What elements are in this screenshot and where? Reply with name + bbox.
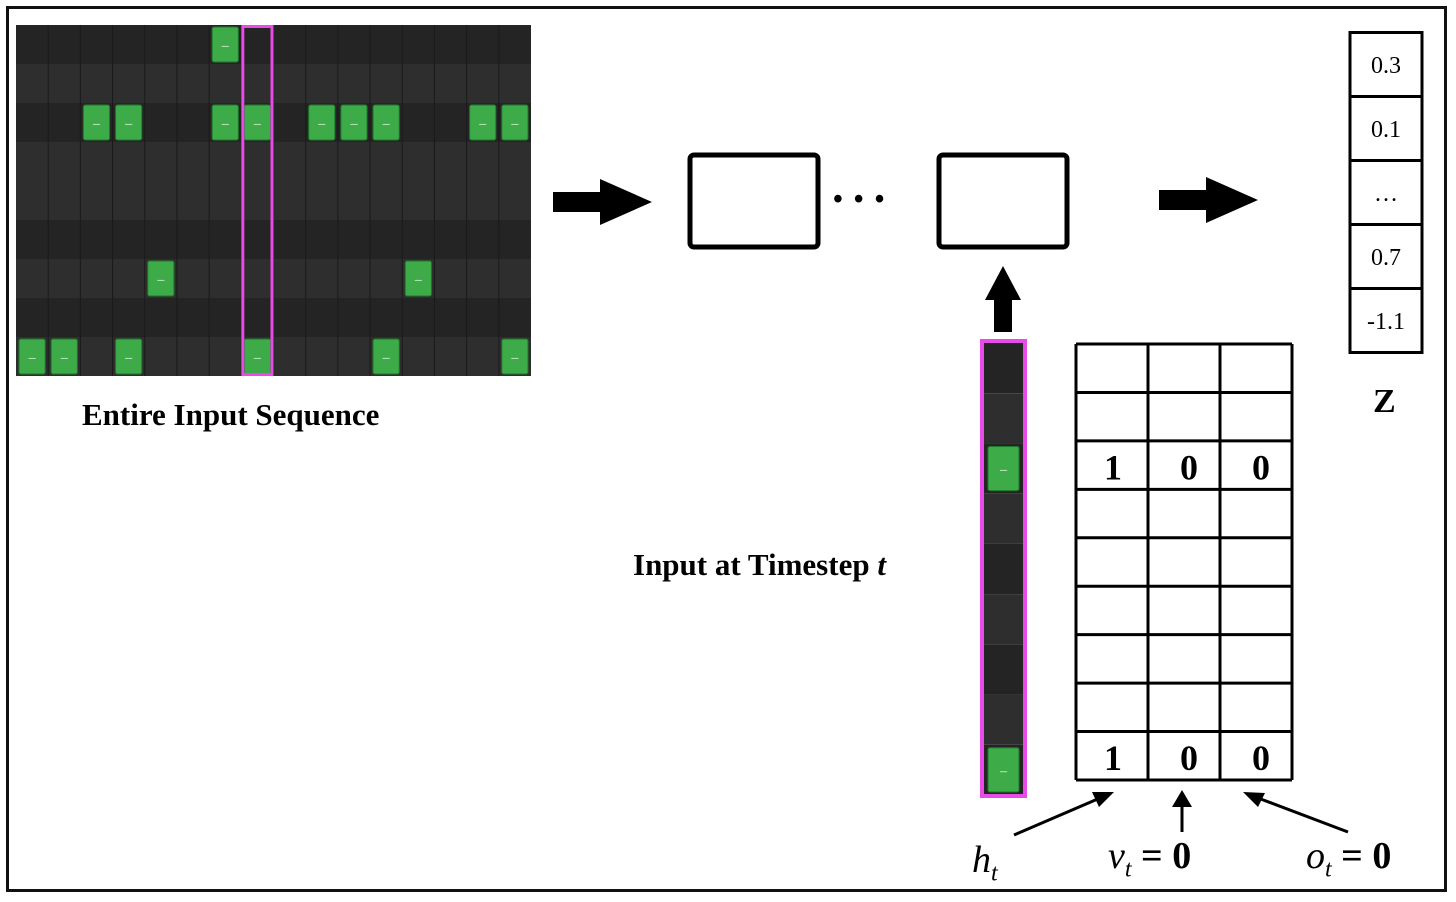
- arrow-icon: [1243, 792, 1265, 807]
- z-vector: 0.3 0.1 … 0.7 -1.1: [1348, 31, 1424, 354]
- timestep-label-prefix: Input at Timestep: [633, 547, 878, 582]
- network-box-last: [936, 152, 1070, 250]
- note-block: [115, 104, 143, 141]
- z-value: 0.3: [1371, 53, 1401, 79]
- timestep-column-highlight: [980, 339, 1027, 798]
- z-value: 0.1: [1371, 117, 1401, 143]
- note-block: [115, 338, 143, 375]
- note-glyph: –: [28, 351, 37, 366]
- z-vector-cells: 0.3 0.1 … 0.7 -1.1: [1348, 31, 1424, 354]
- z-cell: [1348, 223, 1424, 290]
- note-glyph: –: [221, 117, 230, 132]
- piano-roll-notes: – – – – – – – – – – – – – – – – – –: [18, 26, 529, 375]
- annotation-o-sub: t: [1325, 856, 1332, 883]
- arrow-right-icon: [553, 179, 652, 225]
- timestep-column-row: [984, 543, 1023, 595]
- note-glyph: –: [92, 117, 101, 132]
- note-block: [987, 445, 1020, 492]
- z-value: 0.7: [1371, 245, 1401, 271]
- network-diagram: [553, 152, 1258, 332]
- note-glyph: –: [221, 39, 230, 54]
- note-glyph: –: [999, 463, 1008, 478]
- timestep-label-var: t: [877, 547, 886, 582]
- timestep-label: Input at Timestep t: [633, 547, 886, 583]
- annotation-o-suffix: = 0: [1331, 835, 1392, 877]
- note-glyph: –: [510, 351, 519, 366]
- annotation-h: ht: [972, 838, 998, 888]
- arrow-right-icon: [1159, 177, 1258, 223]
- timestep-column-rows: [984, 343, 1023, 795]
- onehot-values: 1 0 0 1 0 0: [1104, 447, 1270, 778]
- note-glyph: –: [382, 117, 391, 132]
- z-value: -1.1: [1367, 309, 1405, 335]
- timestep-column-row: [984, 644, 1023, 695]
- piano-roll: – – – – – – – – – – – – – – – – – –: [16, 25, 531, 376]
- annotation-v-suffix: = 0: [1131, 835, 1192, 877]
- onehot-value: 0: [1180, 447, 1198, 487]
- sequence-label: Entire Input Sequence: [82, 397, 380, 432]
- note-glyph: –: [317, 117, 326, 132]
- z-cell: [1348, 287, 1424, 354]
- note-block: [50, 338, 78, 375]
- onehot-value: 1: [1104, 738, 1122, 778]
- note-glyph: –: [156, 273, 165, 288]
- note-glyph: –: [510, 117, 519, 132]
- annotation-arrows: [1013, 790, 1349, 837]
- note-glyph: –: [253, 351, 262, 366]
- note-block: [372, 104, 400, 141]
- onehot-value: 0: [1180, 738, 1198, 778]
- timestep-highlight-column: [241, 25, 274, 376]
- annotation-v: vt = 0: [1108, 834, 1191, 884]
- note-glyph: –: [60, 351, 69, 366]
- onehot-value: 1: [1104, 447, 1122, 487]
- arrow-icon: [1172, 790, 1192, 807]
- note-block: [82, 104, 111, 141]
- note-block: [340, 104, 368, 141]
- annotation-o: ot = 0: [1306, 834, 1391, 884]
- onehot-value: 0: [1252, 447, 1270, 487]
- onehot-gridlines: [1074, 342, 1294, 782]
- note-block: [987, 747, 1020, 793]
- note-block: [18, 338, 46, 375]
- note-block: [308, 104, 336, 141]
- z-value: …: [1374, 181, 1398, 207]
- onehot-matrix: 1 0 0 1 0 0: [1074, 342, 1294, 782]
- timestep-column-row: [984, 343, 1023, 394]
- timestep-column-row: [984, 594, 1023, 645]
- z-label: Z: [1373, 383, 1396, 420]
- note-glyph: –: [124, 351, 133, 366]
- timestep-column-row: [984, 694, 1023, 745]
- note-glyph: –: [253, 117, 262, 132]
- figure-frame: [6, 6, 1447, 892]
- note-glyph: –: [382, 351, 391, 366]
- note-block: [469, 104, 497, 141]
- note-block: [501, 104, 529, 141]
- piano-roll-gridlines: [47, 25, 500, 376]
- note-glyph: –: [999, 764, 1008, 779]
- timestep-column-row: [984, 393, 1023, 444]
- note-block: [501, 338, 529, 375]
- timestep-column: ––: [980, 339, 1027, 798]
- annotation-v-sub: t: [1124, 856, 1132, 883]
- arrow-up-icon: [985, 266, 1021, 332]
- note-block: [404, 260, 432, 297]
- timestep-column-notes: ––: [987, 445, 1020, 793]
- annotation-v-main: v: [1108, 835, 1125, 877]
- note-block: [147, 260, 175, 297]
- annotation-h-main: h: [972, 839, 991, 881]
- note-glyph: –: [349, 117, 358, 132]
- note-glyph: –: [124, 117, 133, 132]
- ellipsis: • • •: [833, 184, 887, 215]
- annotation-o-main: o: [1306, 835, 1325, 877]
- network-box-first: [687, 152, 821, 250]
- timestep-column-row: [984, 493, 1023, 544]
- note-block: [372, 338, 400, 375]
- note-glyph: –: [478, 117, 487, 132]
- arrow-icon: [1092, 792, 1114, 807]
- note-block: [211, 104, 239, 141]
- note-glyph: –: [414, 273, 423, 288]
- note-block: [211, 26, 239, 63]
- annotation-h-sub: t: [991, 860, 998, 887]
- onehot-value: 0: [1252, 738, 1270, 778]
